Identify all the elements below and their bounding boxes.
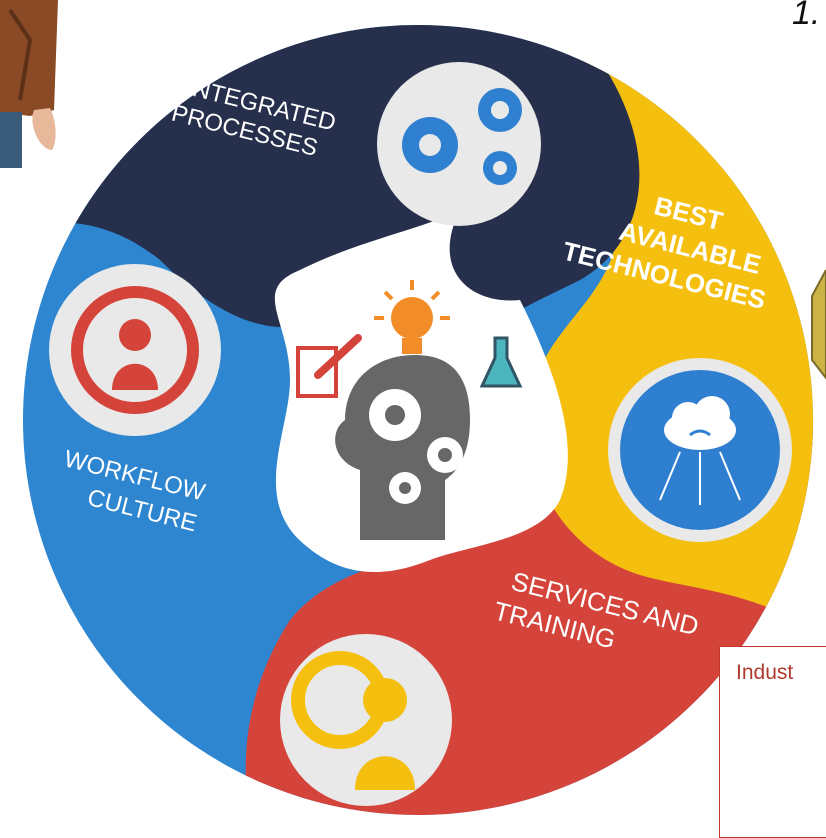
head-gears-icon [335,355,470,540]
cloud-network-icon [620,370,780,530]
pen-paper-icon [296,334,362,398]
support-icon-bg [280,634,452,806]
info-box-text: Indust [736,661,794,684]
corner-number: 1. [792,0,821,32]
info-box: Indust [719,646,826,838]
flask-icon [479,336,523,388]
lightbulb-icon [374,280,450,354]
user-cycle-icon [71,286,199,414]
lantern-icon [811,269,826,380]
gears-icon-bg [377,62,541,226]
person-photo [0,0,60,168]
support-agent-gear-icon [291,651,415,790]
gears-icon [402,88,522,185]
